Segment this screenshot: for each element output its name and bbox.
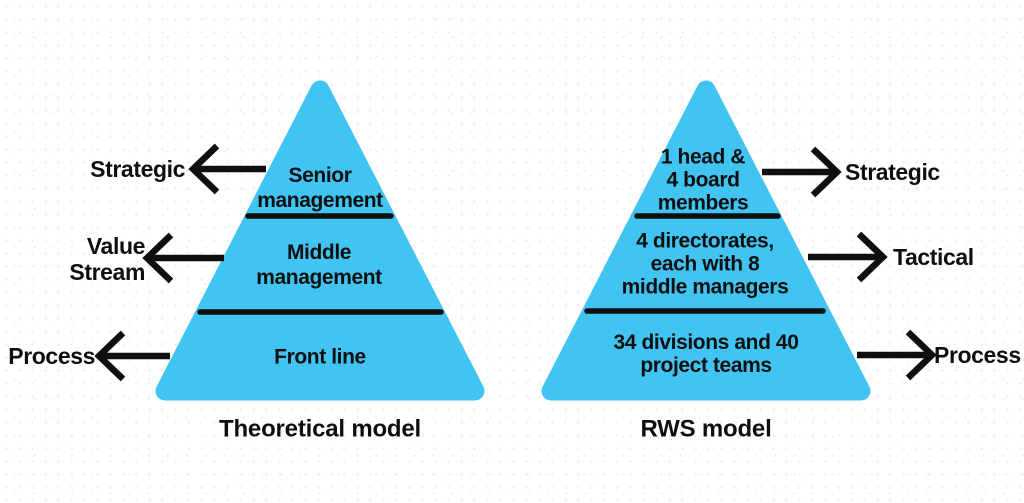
side-label-process-left: Process <box>8 342 95 369</box>
caption-theoretical-model: Theoretical model <box>219 415 421 443</box>
arrow-right-icon <box>762 146 842 198</box>
tier-label-front-line: Front line <box>274 345 366 369</box>
pyramid-rws <box>541 80 871 401</box>
side-label-tactical: Tactical <box>893 243 974 270</box>
arrow-right-icon <box>857 329 937 381</box>
side-label-strategic-left: Strategic <box>90 155 185 182</box>
caption-rws-model: RWS model <box>640 415 772 443</box>
side-label-strategic-right: Strategic <box>845 158 940 185</box>
tier-label-head-board-members: 1 head & 4 board members <box>657 145 749 215</box>
side-label-value-stream: Value Stream <box>69 232 145 285</box>
arrow-left-icon <box>188 143 266 195</box>
tier-label-middle-management: Middle management <box>256 241 382 289</box>
tier-label-senior-management: Senior management <box>257 164 383 212</box>
tier-label-directorates: 4 directorates, each with 8 middle manag… <box>621 229 789 299</box>
pyramid-shape <box>155 80 485 401</box>
arrow-right-icon <box>808 231 888 283</box>
pyramid-shape <box>541 80 871 401</box>
arrow-left-icon <box>142 232 224 284</box>
tier-label-divisions-teams: 34 divisions and 40 project teams <box>613 331 799 377</box>
side-label-process-right: Process <box>934 341 1021 368</box>
arrow-left-icon <box>94 330 170 382</box>
pyramid-theoretical <box>155 80 485 401</box>
